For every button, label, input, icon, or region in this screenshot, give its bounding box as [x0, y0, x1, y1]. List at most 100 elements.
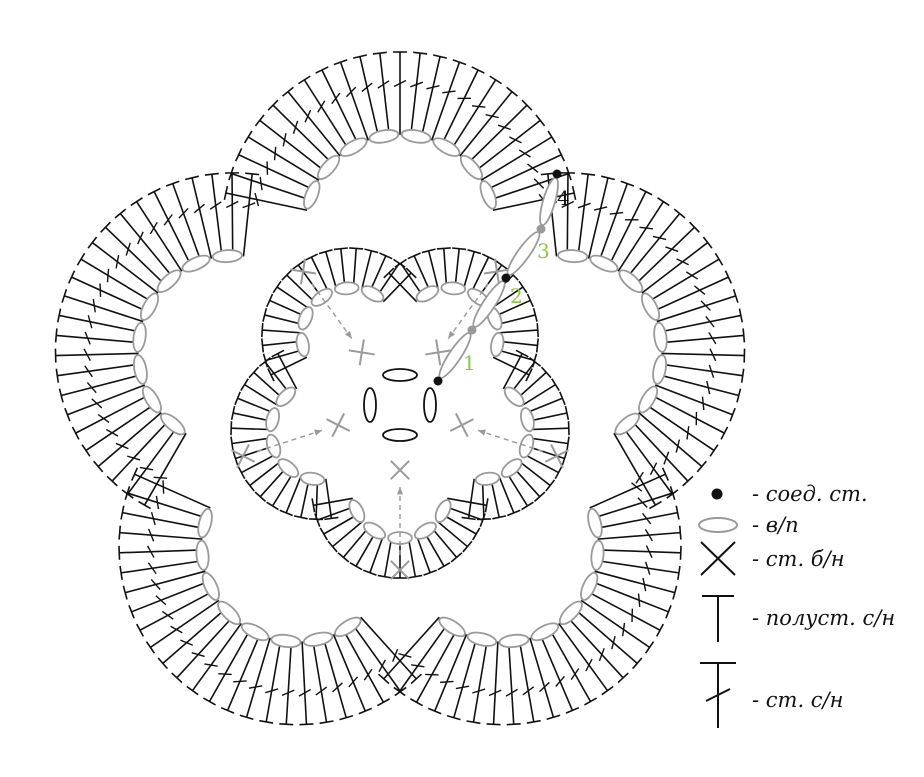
- outer-petals: [54, 51, 746, 726]
- outer-petal-3-stitch-slash: [170, 625, 183, 634]
- inner-petal-1-stitch-top: [521, 501, 534, 511]
- outer-petal-3-stitch-top: [259, 719, 274, 724]
- inner-petal-1-chain-oval: [503, 386, 525, 407]
- inner-petal-1-chain-oval: [500, 458, 523, 478]
- outer-petal-3-stitch-top: [394, 686, 407, 697]
- outer-petal-4-chain-oval: [156, 269, 182, 293]
- center-chain-oval: [382, 368, 418, 382]
- inner-petal-2-stitch: [444, 505, 483, 521]
- outer-petal-3-chain-oval: [334, 616, 362, 638]
- inner-petal-0-stitch-top: [536, 323, 540, 338]
- outer-petal-3-stitch-slash: [146, 545, 155, 558]
- legend-label-half-double-crochet: - полуст. с/н: [752, 606, 895, 630]
- outer-petal-4-stitch-slash: [149, 221, 158, 235]
- outer-petal-1-stitch-slash: [694, 285, 706, 295]
- outer-petal-4-stitch-slash: [127, 455, 141, 461]
- single-crochet-cross: [390, 460, 410, 480]
- outer-petal-1-stitch-top: [736, 388, 742, 403]
- outer-petal-0-chain-oval: [303, 180, 321, 210]
- outer-petal-1-stitch-slash: [686, 426, 690, 440]
- outer-petal-3-stitch: [208, 628, 252, 702]
- outer-petal-2-stitch: [580, 599, 651, 649]
- outer-petal-2-chain-oval: [498, 633, 530, 649]
- outer-petal-3-stitch-slash: [218, 673, 232, 676]
- outer-petal-4-stitch: [104, 226, 166, 286]
- outer-petal-0-stitch: [379, 53, 391, 136]
- outer-petal-2-stitch: [529, 637, 555, 718]
- direction-arrows: [257, 283, 543, 555]
- outer-petal-3-stitch-top: [145, 641, 156, 654]
- outer-petal-0-stitch-top: [489, 75, 502, 85]
- dashed-arrow-line: [257, 429, 323, 453]
- outer-petal-4-stitch: [111, 419, 170, 482]
- outer-petal-3-stitch: [176, 616, 234, 679]
- inner-petal-1-stitch: [522, 453, 559, 474]
- inner-petal-3-stitch: [264, 361, 291, 394]
- inner-petal-2-stitch-top: [319, 527, 328, 541]
- inner-chain-loops: [265, 281, 535, 545]
- inner-petal-4-stitch-top: [262, 353, 269, 368]
- inner-petal-4-stitch-top: [392, 258, 406, 268]
- single-crochet-cross: [326, 413, 351, 438]
- inner-petal-0-chain-oval: [415, 285, 440, 303]
- inner-petal-2-stitch-top: [479, 513, 486, 527]
- outer-petal-0-stitch: [230, 172, 311, 201]
- inner-petal-3-stitch-top: [248, 366, 260, 379]
- outer-petal-1-stitch: [577, 174, 589, 257]
- inner-petal-3-stitch: [285, 475, 302, 514]
- inner-petal-2-stitch-top: [450, 552, 463, 563]
- inner-petal-1-stitch-top: [554, 466, 563, 480]
- outer-petal-3-stitch-top: [410, 673, 422, 685]
- outer-petal-1-stitch: [652, 276, 729, 313]
- outer-petal-3-stitch: [226, 633, 261, 711]
- outer-petal-0-stitch-slash: [527, 163, 539, 173]
- outer-petal-3-stitch-top: [299, 723, 314, 726]
- outer-petal-3-stitch-slash: [265, 688, 279, 694]
- inner-petal-2-stitch: [415, 534, 431, 573]
- inner-petal-1-stitch-top: [461, 516, 476, 521]
- outer-petal-4-stitch: [64, 295, 144, 323]
- outer-petal-0-stitch: [272, 104, 333, 164]
- inner-petal-1-stitch-top: [561, 451, 568, 466]
- outer-petal-3-stitch: [191, 622, 242, 692]
- inner-petal-0-stitch: [443, 248, 448, 289]
- outer-petal-0-stitch-slash: [410, 81, 424, 88]
- outer-petal-3-stitch: [149, 599, 220, 649]
- outer-petal-4-stitch-top: [106, 475, 118, 487]
- outer-petal-2-stitch: [574, 608, 638, 664]
- outer-petal-1-stitch-slash: [577, 202, 591, 209]
- inner-petal-1-stitch-top: [566, 436, 570, 451]
- outer-petal-2-stitch-top: [427, 707, 442, 715]
- inner-petal-1-chain-oval: [520, 407, 535, 433]
- outer-petal-4-stitch-top: [121, 489, 134, 499]
- outer-petal-1-stitch: [622, 426, 673, 495]
- outer-petal-0-stitch-slash: [331, 92, 341, 105]
- inner-petal-4-stitch: [382, 272, 412, 303]
- inner-petal-1-stitch: [528, 437, 569, 445]
- inner-petal-2-chain-oval: [348, 499, 366, 523]
- outer-petal-4-stitch-top: [76, 252, 86, 266]
- outer-petal-4-chain-oval: [181, 254, 211, 273]
- inner-petal-2-stitch-top: [349, 562, 363, 571]
- outer-petal-3-stitch-slash: [315, 686, 328, 696]
- outer-petal-2-stitch-slash: [539, 681, 550, 693]
- outer-petal-0-stitch: [359, 56, 380, 138]
- outer-petal-1-stitch-top: [673, 208, 686, 219]
- inner-petal-0-stitch: [388, 272, 418, 303]
- outer-petal-4-stitch-top: [130, 197, 143, 207]
- outer-petal-0-stitch-slash: [497, 124, 512, 131]
- outer-petal-4-stitch: [127, 426, 178, 495]
- step-number-4: 4: [557, 186, 570, 210]
- outer-petal-2-stitch-slash: [585, 658, 593, 672]
- inner-petal-2-stitch: [430, 526, 458, 558]
- inner-petal-0-stitch-top: [421, 248, 436, 254]
- outer-petal-3-stitch-top: [220, 706, 235, 714]
- outer-petal-2-stitch: [593, 492, 673, 519]
- outer-petal-3-stitch-slash: [348, 676, 359, 688]
- inner-petal-3-stitch-top: [266, 501, 279, 511]
- outer-petal-4-stitch-top: [114, 208, 127, 219]
- legend-single-crochet-cross-icon: [700, 541, 736, 576]
- outer-petal-1-chain-oval: [653, 321, 668, 353]
- outer-petal-1-stitch-top: [540, 172, 555, 176]
- outer-petal-3-stitch-slash: [298, 688, 311, 697]
